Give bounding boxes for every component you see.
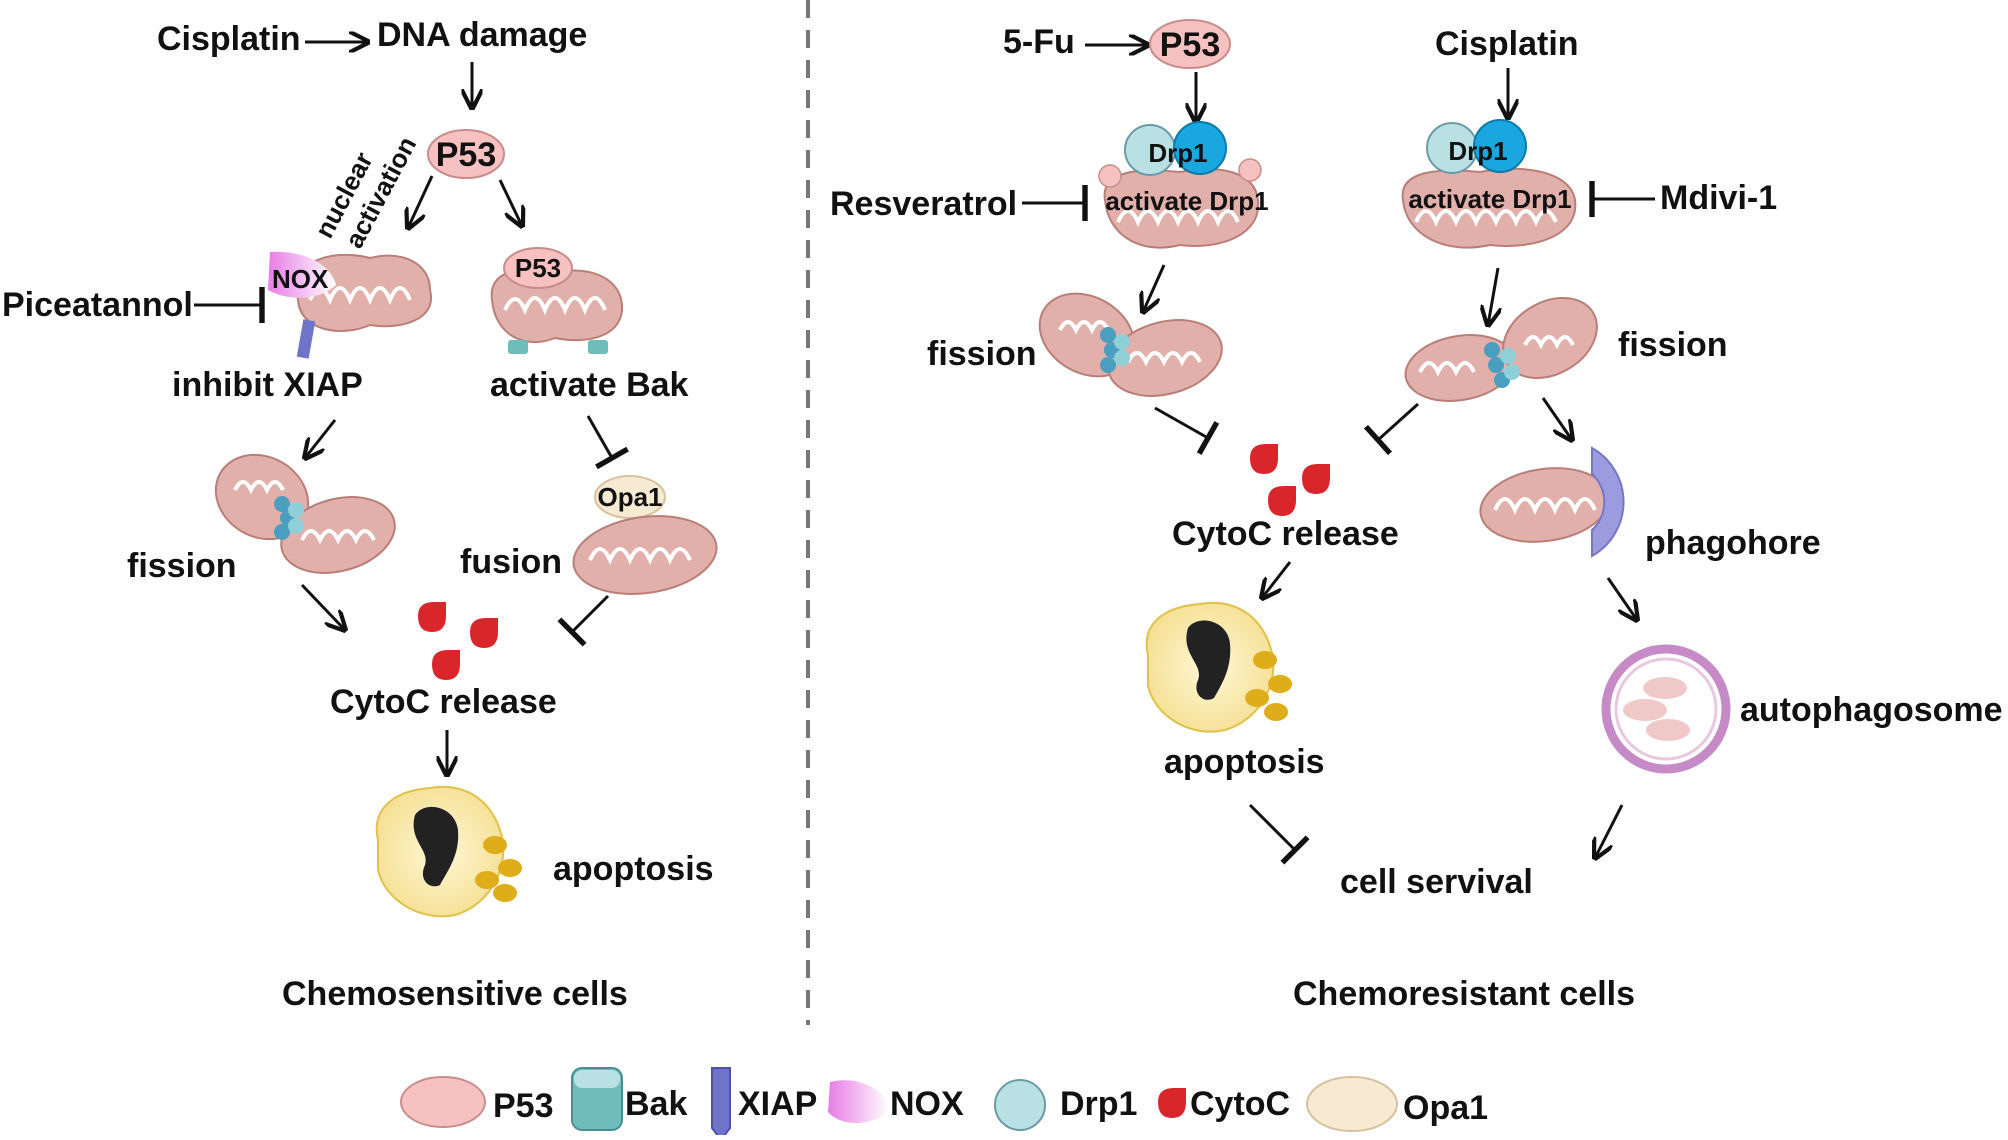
bak-shape-2 [588,340,608,354]
opa1-label: Opa1 [597,482,662,512]
mitochondrion-drp1-a: Drp1 activate Drp1 [1098,121,1269,249]
arrow-xiap-fission [305,419,337,458]
legend: P53 Bak XIAP NOX Drp1 CytoC Opa1 [400,1067,1488,1140]
arrow-phagophore-autophagosome [1606,577,1637,620]
apoptotic-cell-right [1145,601,1292,733]
fission-right-b-label: fission [1618,326,1728,364]
legend-bak: Bak [571,1067,687,1131]
activate-drp1-b-label: activate Drp1 [1408,184,1571,214]
legend-opa1: Opa1 [1306,1076,1488,1132]
arrow-p53-mito-right [498,179,522,226]
cisplatin-label: Cisplatin [157,20,301,58]
nox-label: NOX [272,264,329,294]
legend-xiap-label: XIAP [738,1085,817,1123]
phagohore-label: phagohore [1645,524,1821,562]
legend-opa1-label: Opa1 [1403,1089,1488,1127]
inhibit-fission-b-cytoc [1363,402,1420,456]
apoptotic-cell-left [375,785,522,918]
cytoc-release-right-label: CytoC release [1172,515,1399,553]
legend-p53-label: P53 [493,1087,554,1125]
cell-servival-label: cell servival [1340,863,1533,901]
fission-left-label: fission [127,547,237,585]
legend-cytoc-label: CytoC [1190,1085,1290,1123]
mdivi-label: Mdivi-1 [1660,179,1777,217]
nox-shape [268,251,336,298]
inhibit-apoptosis-survival [1248,803,1310,865]
chemoresistant-caption: Chemoresistant cells [1293,975,1635,1013]
inhibit-fission-a-cytoc [1154,406,1220,455]
fu-label: 5-Fu [1003,23,1075,61]
arrow-fission-cytoc [300,583,345,630]
legend-drp1-label: Drp1 [1060,1085,1137,1123]
cisplatin-right-label: Cisplatin [1435,25,1579,63]
arrow-drp1a-fission [1143,264,1166,312]
drp1-b-label: Drp1 [1448,136,1507,166]
apoptosis-right-label: apoptosis [1164,743,1325,781]
autophagosome-label: autophagosome [1740,691,2003,729]
mitochondrion-nox: NOX [268,251,433,359]
mitochondrion-fission-right-b [1404,297,1598,402]
arrow-cytoc-apoptosis-right [1262,561,1292,598]
inhibit-xiap-label: inhibit XIAP [172,366,363,404]
mitochondrion-fusion: Opa1 [572,475,718,595]
autophagosome-shape [1601,644,1731,774]
arrow-fission-phagophore [1541,397,1572,440]
opa1-shape [594,475,666,519]
arrow-autophagosome-survival [1595,804,1624,858]
phagophore-shape [1591,446,1625,558]
dna-damage-label: DNA damage [377,16,587,54]
xiap-shape [296,319,316,359]
cytoc-drops-left [418,602,498,680]
fusion-label: fusion [460,543,562,581]
mitochondrion-fission-right-a [1038,292,1223,397]
legend-cytoc: CytoC [1158,1085,1290,1123]
cytoc-drops-right [1250,444,1330,516]
p53-right-label: P53 [1160,26,1221,64]
activate-drp1-a-label: activate Drp1 [1105,186,1268,216]
piceatannol-label: Piceatannol [2,286,193,324]
activate-bak-label: activate Bak [490,366,689,404]
apoptosis-left-label: apoptosis [553,850,714,888]
arrow-drp1b-fission [1488,267,1498,325]
mitochondrion-bak: P53 [490,247,624,354]
legend-bak-label: Bak [625,1085,687,1123]
legend-p53: P53 [400,1076,554,1128]
legend-nox-label: NOX [890,1085,964,1123]
p53-small-label: P53 [515,253,561,283]
fission-right-a-label: fission [927,335,1037,373]
resveratrol-label: Resveratrol [830,185,1017,223]
inhibit-bak-fusion [586,415,629,470]
p53-node: P53 [427,129,505,179]
cytoc-release-left-label: CytoC release [330,683,557,721]
inhibit-fusion-cytoc [557,594,610,647]
bak-shape [508,340,528,354]
chemosensitive-caption: Chemosensitive cells [282,975,628,1013]
phagophore-group [1479,446,1625,558]
mitochondrion-fission-left [214,453,396,574]
arrow-p53-mito-left [408,175,434,228]
legend-nox: NOX [828,1080,964,1123]
drp1-a-label: Drp1 [1148,138,1207,168]
legend-xiap: XIAP [711,1067,817,1140]
mitochondrion-drp1-b: Drp1 activate Drp1 [1401,119,1577,249]
p53-node-right: P53 [1149,19,1231,69]
p53-label: P53 [436,136,497,174]
legend-drp1: Drp1 [994,1079,1137,1131]
